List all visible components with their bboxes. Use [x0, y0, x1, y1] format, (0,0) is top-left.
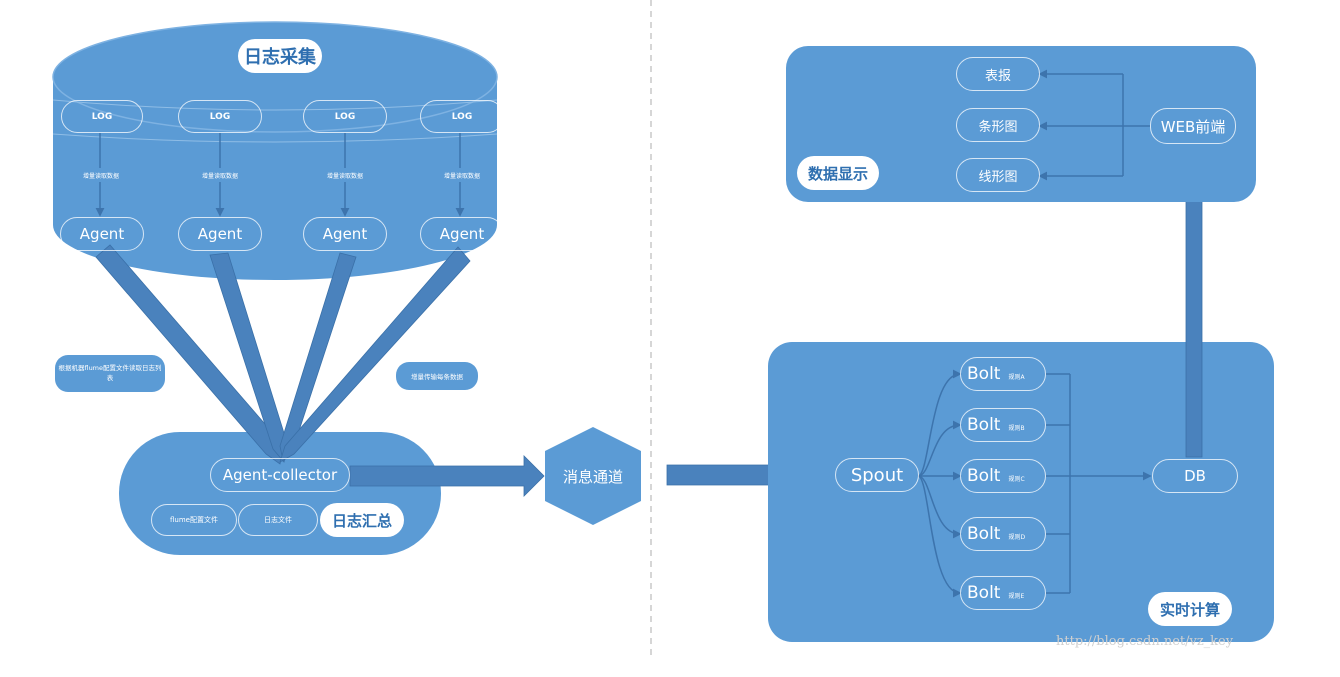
- bolt-rule: 规则E: [1008, 593, 1025, 600]
- agent-node: Agent: [420, 217, 504, 251]
- bolt-node: Bolt 规则C: [960, 459, 1046, 493]
- log-node: LOG: [61, 100, 143, 133]
- read-label: 增量读取数据: [70, 168, 132, 182]
- db-node: DB: [1152, 459, 1238, 493]
- bolt-name: Bolt: [967, 415, 1001, 435]
- display-item-report: 表报: [956, 57, 1040, 91]
- log-node: LOG: [420, 100, 504, 133]
- realtime-title: 实时计算: [1148, 592, 1232, 626]
- log-collection-title: 日志采集: [238, 39, 322, 73]
- bolt-rule: 规则D: [1008, 534, 1026, 541]
- flume-config-node: flume配置文件: [151, 504, 237, 536]
- web-node: WEB前端: [1150, 108, 1236, 144]
- web-to-item-arrows: [1038, 69, 1150, 181]
- agent-node: Agent: [178, 217, 262, 251]
- bolt-to-db-lines: [1046, 373, 1152, 594]
- bolt-rule: 规则C: [1008, 476, 1025, 483]
- bolt-name: Bolt: [967, 466, 1001, 486]
- bolt-node: Bolt 规则B: [960, 408, 1046, 442]
- aggregation-title: 日志汇总: [320, 503, 404, 537]
- display-box: [786, 46, 1256, 202]
- channel-hexagon: [545, 427, 641, 525]
- bolt-rule: 规则B: [1008, 425, 1025, 432]
- display-title: 数据显示: [797, 156, 879, 190]
- agent-node: Agent: [60, 217, 144, 251]
- read-label: 增量读取数据: [314, 168, 376, 182]
- bolt-rule: 规则A: [1008, 374, 1025, 381]
- note-incremental: 增量传输每条数据: [411, 373, 463, 381]
- collector-to-channel-arrow: [349, 455, 545, 497]
- bolt-name: Bolt: [967, 524, 1001, 544]
- bolt-name: Bolt: [967, 364, 1001, 384]
- bolt-node: Bolt 规则D: [960, 517, 1046, 551]
- spout-node: Spout: [835, 458, 919, 492]
- log-file-node: 日志文件: [238, 504, 318, 536]
- bolt-name: Bolt: [967, 583, 1001, 603]
- read-label: 增量读取数据: [189, 168, 251, 182]
- read-label: 增量读取数据: [431, 168, 493, 182]
- display-item-line-chart: 线形图: [956, 158, 1040, 192]
- bolt-node: Bolt 规则E: [960, 576, 1046, 610]
- note-config-read: 根据机器flume配置文件读取日志列表: [58, 364, 162, 382]
- note-incremental-bg: [396, 362, 478, 390]
- log-node: LOG: [178, 100, 262, 133]
- log-node: LOG: [303, 100, 387, 133]
- collector-node: Agent-collector: [210, 458, 350, 492]
- agent-to-collector-arrows: [95, 244, 471, 465]
- spout-to-bolt-arrows: [917, 369, 962, 598]
- agent-node: Agent: [303, 217, 387, 251]
- display-item-bar-chart: 条形图: [956, 108, 1040, 142]
- channel-label: 消息通道: [562, 467, 623, 486]
- watermark-text: http://blog.csdn.net/vz_key: [1056, 634, 1234, 649]
- bolt-node: Bolt 规则A: [960, 357, 1046, 391]
- note-config-read-bg: [55, 355, 165, 392]
